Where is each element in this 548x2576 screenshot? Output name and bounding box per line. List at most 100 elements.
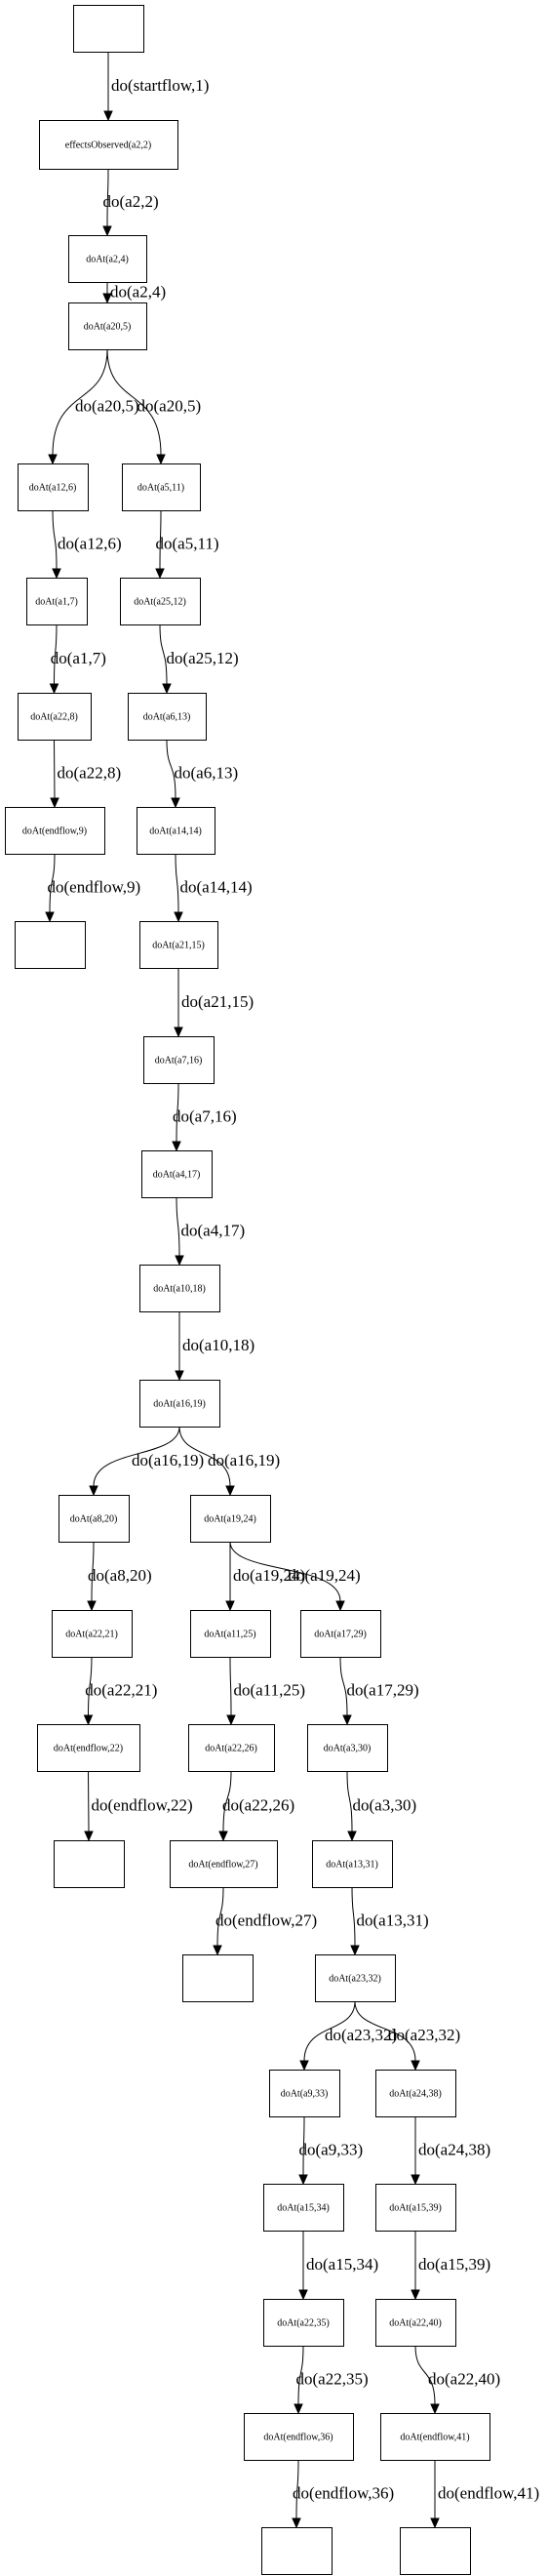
- arrowhead: [213, 1945, 222, 1956]
- node-label: doAt(a9,33): [281, 2089, 329, 2100]
- node-label: doAt(a11,25): [204, 1630, 255, 1640]
- node-doat-a9-33: doAt(a9,33): [269, 2070, 340, 2117]
- arrowhead: [226, 1714, 236, 1726]
- edge-label: do(a1,7): [51, 649, 106, 667]
- node-label: doAt(a23,32): [329, 1974, 381, 1985]
- node-label: doAt(a15,34): [277, 2203, 330, 2214]
- node-box: [190, 1610, 271, 1658]
- node-doat-a15-39: doAt(a15,39): [375, 2184, 456, 2232]
- arrowhead: [45, 911, 55, 923]
- node-doat-a24-38: doAt(a24,38): [375, 2070, 456, 2117]
- node-label: doAt(a5,11): [137, 483, 184, 494]
- node-doat-a1-7: doAt(a1,7): [26, 578, 88, 625]
- node-box: [400, 2527, 471, 2575]
- node-doat-a7-16: doAt(a7,16): [143, 1036, 215, 1084]
- edge-n2-n3: do(a2,4): [102, 282, 166, 304]
- arrowhead: [218, 1831, 228, 1842]
- node-label: doAt(a22,35): [277, 2318, 330, 2329]
- terminal-node: [15, 921, 86, 969]
- arrowhead: [49, 683, 59, 695]
- edge-line: [351, 1886, 356, 1947]
- arrowhead: [162, 683, 172, 695]
- edge-label: do(endflow,27): [215, 1912, 317, 1930]
- node-label: doAt(a6,13): [143, 712, 191, 723]
- node-doat-a22-21: doAt(a22,21): [52, 1610, 133, 1658]
- edge-n9-n11: do(a6,13): [166, 739, 238, 809]
- node-doat-a22-40: doAt(a22,40): [375, 2299, 456, 2347]
- edge-label: do(a2,4): [110, 283, 166, 302]
- terminal-node: [73, 5, 144, 53]
- edge-line: [216, 1886, 224, 1947]
- node-effectsobserved-a2-2: effectsObserved(a2,2): [39, 120, 178, 170]
- edge-n23-n25: do(a22,26): [218, 1770, 294, 1842]
- edge-label: do(a23,32): [388, 2026, 460, 2044]
- node-label: doAt(endflow,41): [400, 2433, 469, 2443]
- edge-line: [222, 1770, 232, 1832]
- edge-label: do(a2,2): [103, 192, 159, 211]
- node-box: [68, 235, 147, 283]
- node-box: [141, 1150, 213, 1198]
- node-label: doAt(a22,26): [205, 1744, 257, 1754]
- arrowhead: [225, 1485, 235, 1497]
- edge-n8-n10: do(a22,8): [50, 739, 121, 809]
- node-label: doAt(a8,20): [70, 1514, 118, 1525]
- edge-label: do(a22,40): [428, 2370, 500, 2389]
- edge-label: do(a15,34): [306, 2255, 378, 2274]
- edge-line: [175, 853, 179, 913]
- arrowhead: [52, 568, 61, 580]
- node-box: [244, 2413, 354, 2461]
- edge-n35-end5: do(endflow,41): [430, 2460, 539, 2529]
- edge-n12-n13: do(a21,15): [174, 968, 254, 1038]
- arrowhead: [89, 1485, 98, 1497]
- node-box: [120, 578, 201, 625]
- edge-label: do(a24,38): [418, 2141, 490, 2159]
- edge-n18-n20: do(a19,24): [225, 1542, 305, 1612]
- edge-start-n1: do(startflow,1): [103, 52, 209, 122]
- arrowhead: [171, 797, 180, 809]
- edge-label: do(a16,19): [208, 1451, 280, 1469]
- edge-label: do(a22,21): [85, 1681, 157, 1700]
- node-label: doAt(a25,12): [134, 597, 186, 608]
- node-box: [59, 1495, 130, 1543]
- node-box: [37, 1724, 140, 1772]
- arrowhead: [347, 1831, 357, 1842]
- arrowhead: [430, 2517, 440, 2529]
- edge-label: do(a17,29): [347, 1681, 419, 1700]
- arrowhead: [48, 454, 58, 465]
- edge-n24-n26: do(a3,30): [346, 1770, 416, 1842]
- nodes-layer: effectsObserved(a2,2)doAt(a2,4)doAt(a20,…: [5, 5, 490, 2575]
- edge-line: [159, 624, 168, 685]
- edge-label: do(a19,24): [289, 1566, 361, 1585]
- node-box: [312, 1840, 393, 1888]
- edge-line: [303, 2000, 356, 2062]
- edge-n6-n8: do(a1,7): [49, 624, 106, 695]
- node-doat-a22-26: doAt(a22,26): [188, 1724, 275, 1772]
- node-box: [307, 1724, 388, 1772]
- node-box: [18, 463, 89, 511]
- arrowhead: [156, 454, 166, 465]
- node-doat-a6-13: doAt(a6,13): [128, 693, 207, 741]
- edge-line: [176, 1196, 180, 1257]
- node-doat-a2-4: doAt(a2,4): [68, 235, 147, 283]
- node-box: [315, 1954, 396, 2002]
- edge-n11-n12: do(a14,14): [174, 853, 253, 923]
- node-doat-a23-32: doAt(a23,32): [315, 1954, 396, 2002]
- edge-label: do(a7,16): [173, 1107, 237, 1126]
- edge-n21-n24: do(a17,29): [339, 1656, 419, 1726]
- edge-n28-n30: do(a9,33): [298, 2115, 363, 2186]
- edge-label: do(a19,24): [233, 1566, 305, 1585]
- arrowhead: [102, 293, 112, 304]
- node-box: [54, 1840, 125, 1888]
- node-box: [375, 2070, 456, 2117]
- node-doat-a22-8: doAt(a22,8): [18, 693, 92, 741]
- arrowhead: [335, 1600, 345, 1612]
- edge-label: do(endflow,41): [438, 2484, 539, 2503]
- edge-line: [52, 509, 58, 570]
- node-doat-a16-19: doAt(a16,19): [139, 1380, 220, 1428]
- node-label: doAt(a1,7): [35, 597, 78, 608]
- node-box: [188, 1724, 275, 1772]
- node-label: doAt(a22,8): [30, 712, 78, 723]
- node-box: [190, 1495, 271, 1543]
- node-box: [139, 1380, 220, 1428]
